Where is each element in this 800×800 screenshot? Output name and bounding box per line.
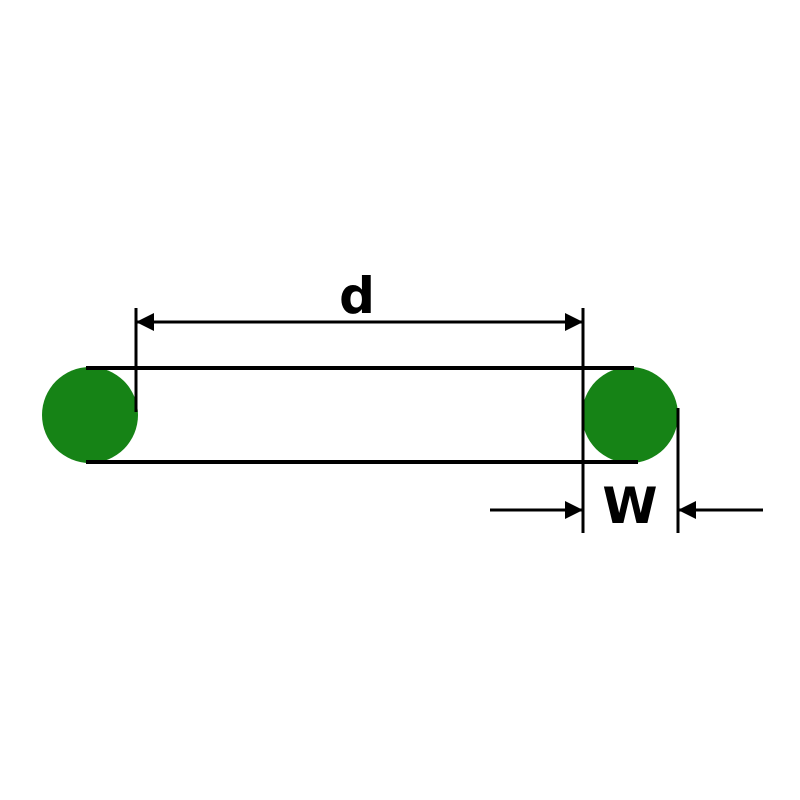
inner-diameter-label: d <box>339 267 375 325</box>
width-label: W <box>602 477 657 535</box>
o-ring-cross-section-left <box>42 367 138 463</box>
o-ring-cross-section-right <box>582 367 678 463</box>
